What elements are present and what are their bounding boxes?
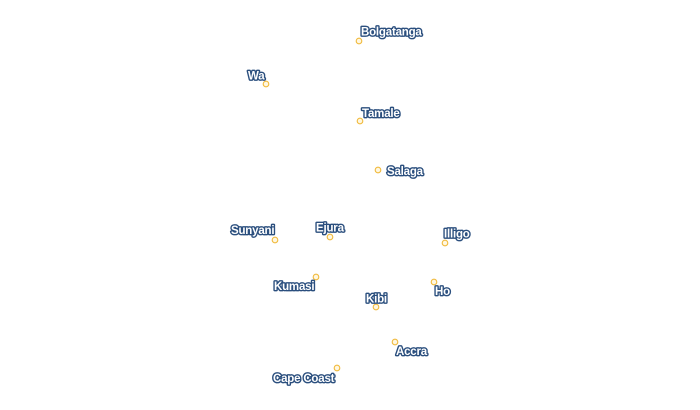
city-marker-icon[interactable] (271, 236, 279, 244)
city-label: Ejura (316, 223, 345, 235)
city-ejura[interactable]: Ejura (315, 221, 346, 241)
city-tamale[interactable]: Tamale (356, 107, 401, 125)
city-label: Accra (396, 346, 428, 358)
city-marker-icon[interactable] (372, 303, 380, 311)
city-label: Kumasi (274, 281, 314, 293)
city-marker-icon[interactable] (355, 37, 363, 45)
city-ho[interactable]: Ho (430, 278, 452, 299)
city-label: Illigo (444, 229, 470, 241)
city-marker-icon[interactable] (374, 166, 382, 174)
city-label: Salaga (387, 166, 424, 178)
city-marker-icon[interactable] (391, 338, 399, 346)
city-label: Ho (435, 286, 450, 298)
city-kumasi[interactable]: Kumasi (273, 273, 320, 294)
city-accra[interactable]: Accra (391, 338, 429, 359)
city-marker-icon[interactable] (356, 117, 364, 125)
city-label: Tamale (362, 108, 400, 120)
city-salaga[interactable]: Salaga (374, 165, 425, 179)
city-cape-coast[interactable]: Cape Coast (272, 364, 341, 386)
city-marker-icon[interactable] (312, 273, 320, 281)
city-kibi[interactable]: Kibi (365, 292, 389, 311)
city-sunyani[interactable]: Sunyani (230, 224, 279, 244)
city-wa[interactable]: Wa (247, 69, 270, 88)
city-marker-icon[interactable] (441, 239, 449, 247)
city-marker-icon[interactable] (430, 278, 438, 286)
city-label: Sunyani (231, 225, 274, 237)
city-marker-icon[interactable] (326, 233, 334, 241)
city-label: Wa (248, 71, 265, 83)
city-label: Kibi (366, 294, 387, 306)
city-label: Cape Coast (273, 373, 335, 385)
city-label: Bolgatanga (361, 27, 422, 39)
city-illigo[interactable]: Illigo (441, 227, 471, 247)
city-bolgatanga[interactable]: Bolgatanga (355, 25, 424, 45)
city-marker-icon[interactable] (262, 80, 270, 88)
city-marker-icon[interactable] (333, 364, 341, 372)
